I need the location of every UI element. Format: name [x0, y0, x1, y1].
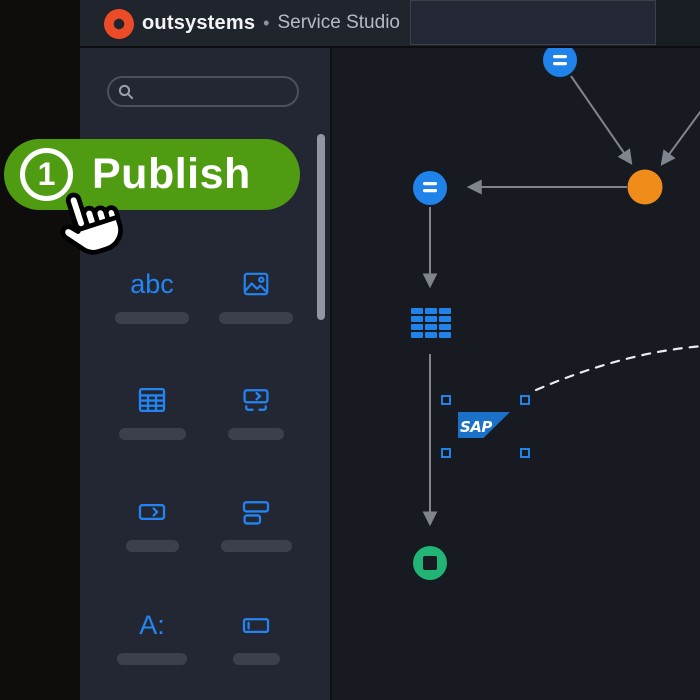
product-name: Service Studio [277, 12, 400, 33]
step-number-badge: 1 [20, 148, 73, 201]
toolbox-label-placeholder [125, 540, 179, 552]
selection-handle[interactable] [520, 448, 530, 458]
toolbox-label-placeholder [232, 653, 280, 665]
hand-cursor-icon [60, 192, 123, 255]
toolbox-label-placeholder [220, 540, 292, 552]
flow-canvas[interactable]: SAP [330, 48, 700, 700]
connector-offscreen-to-orange [660, 110, 700, 166]
label-widget-icon: A: [139, 609, 165, 640]
search-icon [118, 84, 133, 99]
toolbox-item-text[interactable]: abc [102, 267, 202, 324]
toolbox-search[interactable] [107, 76, 299, 107]
table-icon [138, 388, 166, 412]
search-input[interactable] [139, 83, 284, 100]
image-icon [243, 272, 269, 296]
node-aggregate-grid[interactable] [411, 308, 451, 338]
toolbox-item-label[interactable]: A: [102, 608, 202, 665]
toolbox-label-placeholder [228, 428, 284, 440]
brand-separator: • [263, 12, 270, 33]
selection-handle[interactable] [441, 395, 451, 405]
toolbox-label-placeholder [117, 653, 187, 665]
tabstrip-spacer [656, 0, 700, 46]
brand: outsystems • Service Studio [142, 0, 400, 46]
selection-handle[interactable] [441, 448, 451, 458]
toolbox-item-container[interactable] [206, 495, 306, 552]
brand-name: outsystems [142, 11, 256, 34]
selection-handle[interactable] [520, 395, 530, 405]
input-icon [242, 618, 270, 633]
toolbox-item-table[interactable] [102, 383, 202, 440]
connector-assigntop-to-orange [570, 75, 633, 165]
toolbox-label-placeholder [115, 312, 189, 324]
outsystems-logo-icon [104, 9, 134, 39]
top-bar: outsystems • Service Studio [80, 0, 700, 48]
sap-logo-label: SAP [460, 418, 492, 436]
node-sap[interactable]: SAP [458, 412, 510, 438]
toolbox-item-input[interactable] [206, 608, 306, 665]
text-widget-icon: abc [130, 268, 174, 299]
carousel-icon [243, 389, 269, 411]
dashed-connector-sap [534, 345, 700, 392]
node-orange[interactable] [627, 169, 663, 205]
sidebar-scrollbar[interactable] [317, 134, 325, 320]
publish-button-label: Publish [92, 150, 251, 198]
toolbox-item-button[interactable] [102, 495, 202, 552]
node-assign-left[interactable] [413, 171, 447, 205]
document-tab[interactable] [410, 0, 656, 45]
container-icon [242, 501, 270, 525]
node-end[interactable] [413, 546, 447, 580]
button-icon [138, 504, 166, 520]
toolbox-item-image[interactable] [206, 267, 306, 324]
toolbox-item-carousel[interactable] [206, 383, 306, 440]
publish-button[interactable]: 1 Publish [4, 139, 300, 210]
toolbox-label-placeholder [219, 312, 293, 324]
node-assign-top[interactable] [543, 48, 577, 77]
toolbox-label-placeholder [118, 428, 186, 440]
